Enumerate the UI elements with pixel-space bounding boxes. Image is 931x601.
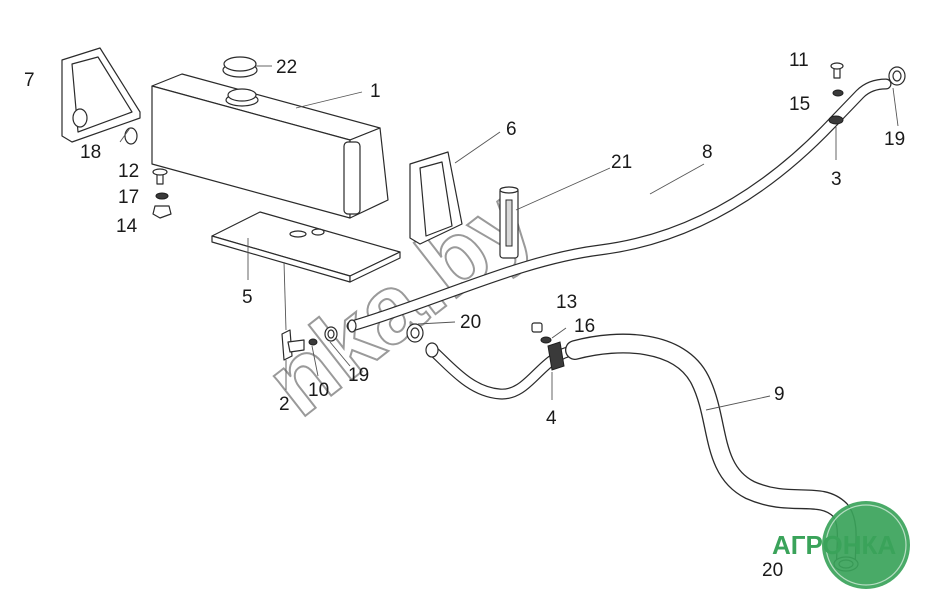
label-14: 14 (116, 216, 138, 237)
clamp-part-3 (828, 115, 844, 125)
gauge-part-21 (499, 186, 519, 259)
bolt-part-13 (531, 322, 543, 333)
label-19-left: 19 (348, 365, 369, 386)
label-6: 6 (506, 119, 517, 140)
label-13: 13 (556, 292, 577, 313)
tank-part-1 (151, 73, 389, 219)
label-4: 4 (546, 408, 557, 429)
label-8: 8 (702, 142, 713, 163)
agronka-logo: АГРОНКА (772, 501, 910, 589)
label-9: 9 (774, 384, 785, 405)
clamp-part-4 (547, 341, 565, 371)
clamp-part-19-left (324, 326, 338, 342)
label-19-right: 19 (884, 129, 905, 150)
label-10: 10 (308, 380, 329, 401)
bracket-part-7 (61, 47, 141, 143)
clamp-part-19-right (888, 66, 906, 86)
label-5: 5 (242, 287, 253, 308)
label-20-bottom: 20 (762, 560, 783, 581)
washer-part-10 (308, 338, 318, 346)
bushing-part-18 (124, 127, 138, 145)
label-11: 11 (789, 50, 809, 71)
hose-part-9 (425, 333, 857, 570)
label-7: 7 (24, 70, 35, 91)
washer-part-16 (540, 336, 552, 344)
pipe-part-8 (346, 78, 892, 333)
label-21: 21 (611, 152, 632, 173)
logo-text: АГРОНКА (772, 530, 896, 560)
leader-lines (119, 65, 899, 411)
cap-part-22 (222, 56, 258, 78)
bracket-part-6 (409, 151, 463, 245)
label-15: 15 (789, 94, 810, 115)
label-2: 2 (279, 394, 290, 415)
label-12: 12 (118, 161, 139, 182)
label-1: 1 (370, 81, 381, 102)
part-labels: 1 2 3 4 5 6 7 8 9 10 11 12 13 14 15 16 1… (24, 50, 905, 581)
bolt-part-11 (830, 62, 844, 79)
fitting-part-2 (281, 329, 305, 361)
washer-part-15 (832, 89, 844, 97)
bolt-part-12 (152, 168, 168, 185)
label-16: 16 (574, 316, 595, 337)
clamp-part-20-top (406, 323, 424, 343)
label-22: 22 (276, 57, 297, 78)
washer-part-17 (155, 192, 169, 200)
label-18: 18 (80, 142, 101, 163)
pad-part-5 (211, 211, 401, 283)
label-20-top: 20 (460, 312, 481, 333)
label-17: 17 (118, 187, 139, 208)
nut-part-14 (152, 205, 172, 219)
label-3: 3 (831, 169, 842, 190)
